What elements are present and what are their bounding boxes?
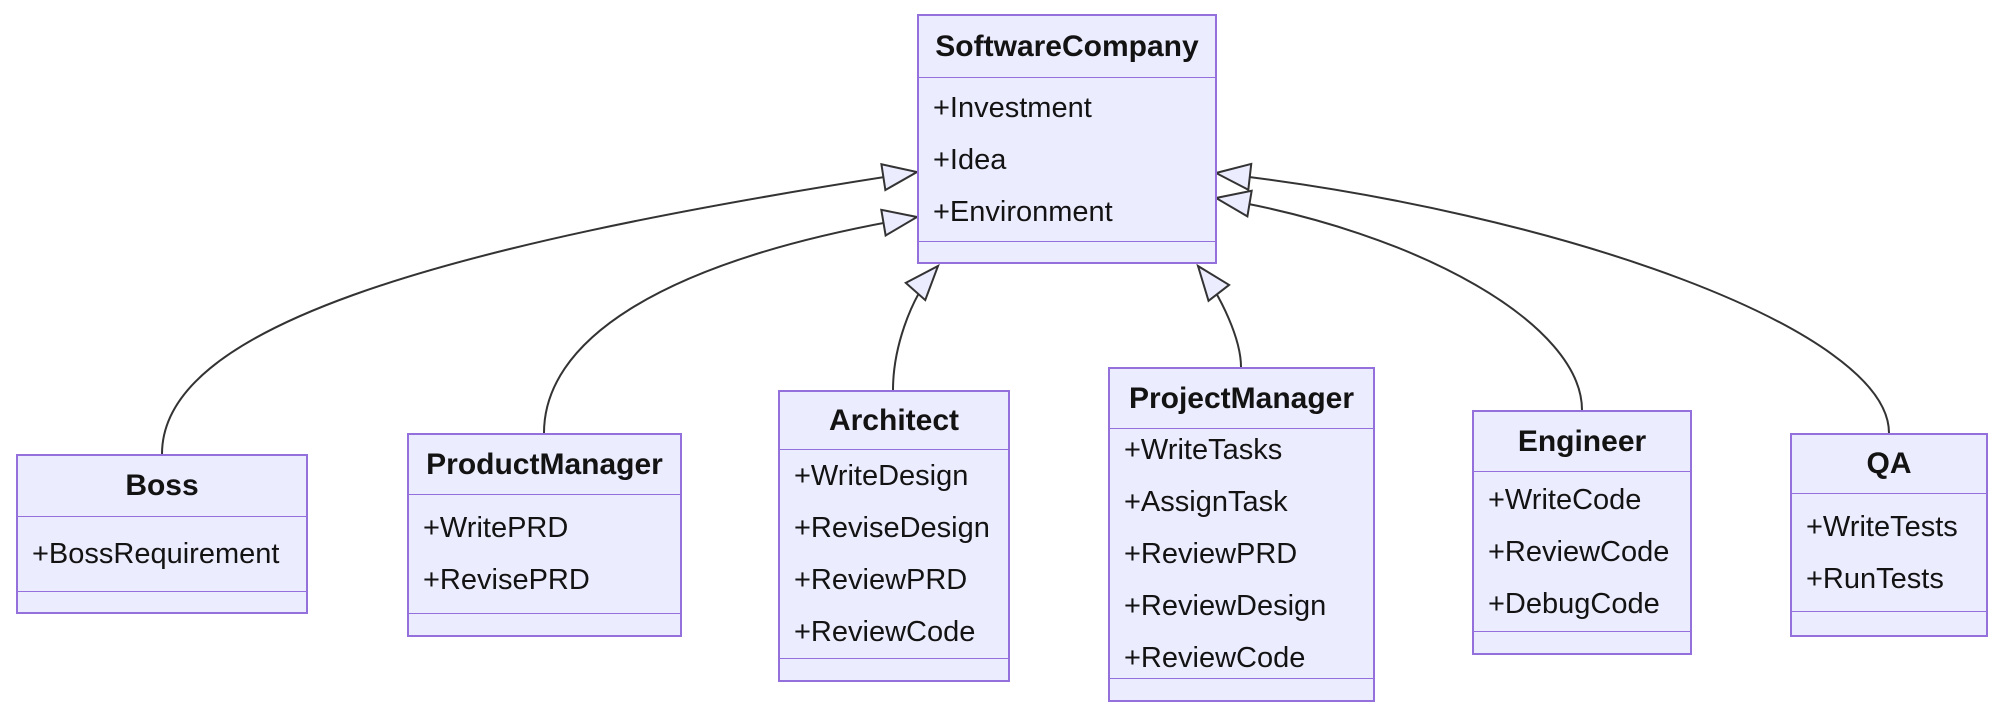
inheritance-edge-qa-to-softwarecompany	[1213, 162, 1890, 434]
class-attributes: +WritePRD +RevisePRD	[409, 495, 680, 613]
class-methods-empty	[1792, 611, 1986, 635]
class-attribute: +ReviewCode	[1488, 535, 1670, 568]
inheritance-edge-boss-to-softwarecompany	[161, 163, 920, 455]
class-attributes: +BossRequirement	[18, 517, 306, 591]
class-attribute: +ReviewPRD	[1124, 537, 1298, 570]
class-box-productmanager: ProductManager +WritePRD +RevisePRD	[407, 433, 682, 637]
class-title: Engineer	[1474, 412, 1690, 472]
class-title: ProductManager	[409, 435, 680, 495]
class-title: QA	[1792, 435, 1986, 494]
class-box-qa: QA +WriteTests +RunTests	[1790, 433, 1988, 637]
class-attribute: +WriteDesign	[794, 460, 969, 492]
class-attribute: +Environment	[933, 195, 1113, 228]
inheritance-edge-engineer-to-softwarecompany	[1213, 189, 1583, 411]
class-box-projectmanager: ProjectManager +WriteTasks +AssignTask +Rev…	[1108, 367, 1375, 702]
class-attribute: +ReviewDesign	[1124, 589, 1327, 622]
inheritance-edge-architect-to-softwarecompany	[892, 263, 940, 391]
class-box-architect: Architect +WriteDesign +ReviseDesign +Revie…	[778, 390, 1010, 682]
class-attribute: +WritePRD	[423, 512, 569, 544]
class-box-boss: Boss +BossRequirement	[16, 454, 308, 614]
class-attribute: +ReviewPRD	[794, 564, 968, 596]
class-attribute: +BossRequirement	[32, 538, 280, 570]
class-attribute: +Investment	[933, 91, 1092, 124]
class-attribute: +RevisePRD	[423, 564, 590, 596]
class-attributes: +WriteCode +ReviewCode +DebugCode	[1474, 472, 1690, 631]
class-box-engineer: Engineer +WriteCode +ReviewCode +DebugCode	[1472, 410, 1692, 655]
inheritance-edge-productmanager-to-softwarecompany	[543, 208, 920, 434]
class-attribute: +AssignTask	[1124, 485, 1288, 518]
class-attribute: +RunTests	[1806, 562, 1944, 595]
inheritance-edges	[161, 162, 1890, 455]
class-title: SoftwareCompany	[919, 16, 1215, 78]
class-methods-empty	[919, 241, 1215, 262]
inheritance-edge-projectmanager-to-softwarecompany	[1196, 263, 1242, 368]
class-attributes: +WriteDesign +ReviseDesign +ReviewPRD +Revi…	[780, 450, 1008, 658]
class-attribute: +ReviseDesign	[794, 512, 990, 544]
class-attribute: +Idea	[933, 143, 1007, 176]
class-title: Architect	[780, 392, 1008, 450]
class-title: ProjectManager	[1110, 369, 1373, 429]
class-attribute: +WriteTasks	[1124, 433, 1283, 466]
class-methods-empty	[1110, 678, 1373, 700]
class-attribute: +ReviewCode	[1124, 641, 1306, 674]
class-attribute: +DebugCode	[1488, 587, 1660, 620]
class-attribute: +WriteCode	[1488, 483, 1642, 516]
class-attribute: +WriteTests	[1806, 510, 1958, 543]
class-attributes: +Investment +Idea +Environment	[919, 78, 1215, 241]
class-methods-empty	[1474, 631, 1690, 653]
class-methods-empty	[780, 658, 1008, 680]
class-methods-empty	[18, 591, 306, 612]
class-box-softwarecompany: SoftwareCompany +Investment +Idea +Environm…	[917, 14, 1217, 264]
class-attributes: +WriteTasks +AssignTask +ReviewPRD +ReviewD…	[1110, 429, 1373, 678]
class-attributes: +WriteTests +RunTests	[1792, 494, 1986, 611]
class-methods-empty	[409, 613, 680, 635]
class-attribute: +ReviewCode	[794, 616, 976, 648]
class-title: Boss	[18, 456, 306, 517]
